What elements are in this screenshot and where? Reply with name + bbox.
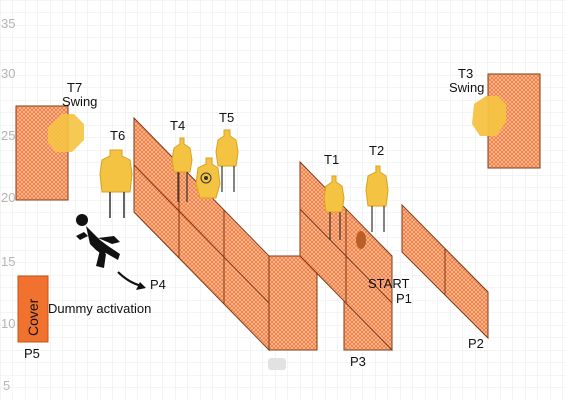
target-t3 xyxy=(472,96,506,136)
label-t7-swing: Swing xyxy=(62,94,97,109)
label-t3-swing: Swing xyxy=(449,80,484,95)
cover-label: Cover xyxy=(25,298,41,336)
wall-t1-diagonal xyxy=(299,160,393,352)
label-t2: T2 xyxy=(369,143,384,158)
cover-block: Cover xyxy=(17,275,49,343)
label-t1: T1 xyxy=(324,152,339,167)
y-tick: 30 xyxy=(1,66,15,81)
target-no-shoot xyxy=(195,157,221,199)
label-start: START xyxy=(368,276,409,291)
y-tick: 5 xyxy=(3,378,10,393)
label-p3: P3 xyxy=(350,354,366,369)
target-t1 xyxy=(323,175,345,240)
y-tick: 20 xyxy=(1,190,15,205)
label-t5: T5 xyxy=(219,110,234,125)
camera-icon xyxy=(268,358,286,370)
target-t2 xyxy=(365,165,389,232)
label-p2: P2 xyxy=(468,336,484,351)
label-t6: T6 xyxy=(110,128,125,143)
label-t7: T7 xyxy=(67,80,82,95)
y-tick: 25 xyxy=(1,128,15,143)
label-p1: P1 xyxy=(396,291,412,306)
target-t7 xyxy=(48,114,84,152)
dummy-arrow-icon xyxy=(117,271,146,290)
label-t3: T3 xyxy=(458,66,473,81)
label-p4: P4 xyxy=(150,277,166,292)
target-t4 xyxy=(171,137,193,202)
label-dummy-activation: Dummy activation xyxy=(48,301,151,316)
target-t5 xyxy=(215,129,239,192)
wall-p2-diagonal xyxy=(401,203,489,340)
y-tick: 35 xyxy=(1,16,15,31)
wall-p3-left xyxy=(268,255,318,351)
label-p5: P5 xyxy=(24,346,40,361)
y-tick: 10 xyxy=(1,316,15,331)
target-t6 xyxy=(99,149,133,218)
y-tick: 15 xyxy=(1,254,15,269)
dummy-figure-icon xyxy=(76,214,120,268)
y-axis: 35 30 25 20 15 10 5 xyxy=(1,16,15,393)
start-marker-icon xyxy=(356,231,366,249)
label-t4: T4 xyxy=(170,118,185,133)
